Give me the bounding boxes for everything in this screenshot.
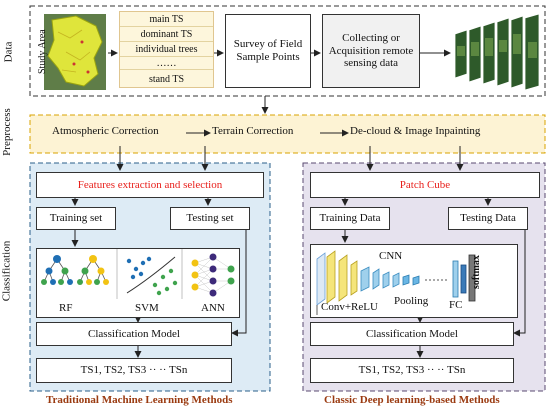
fc-label: FC bbox=[449, 299, 463, 311]
section-label-preprocess: Preprocess bbox=[0, 108, 13, 156]
data-frame bbox=[29, 5, 546, 97]
study-area-label: Study Area bbox=[37, 29, 48, 74]
cnn-label: CNN bbox=[379, 250, 403, 262]
left-results-box: TS1, TS2, TS3 ·· ·· TSn bbox=[36, 358, 232, 383]
preprocess-atmospheric: Atmospheric Correction bbox=[52, 125, 159, 137]
preprocess-decloud: De-cloud & Image Inpainting bbox=[350, 125, 481, 137]
ts-type-dominant: dominant TS bbox=[120, 28, 213, 42]
right-method-title: Classic Deep learning-based Methods bbox=[324, 394, 500, 406]
right-classification-model-box: Classification Model bbox=[310, 322, 514, 346]
tree-species-types-box: main TS dominant TS individual trees …… … bbox=[119, 11, 214, 88]
study-area-map bbox=[36, 12, 108, 92]
rf-label: RF bbox=[59, 302, 73, 314]
patch-cube-box: Patch Cube bbox=[310, 172, 540, 198]
left-method-title: Traditional Machine Learning Methods bbox=[46, 394, 233, 406]
svm-label: SVM bbox=[135, 302, 159, 314]
testing-data-box: Testing Data bbox=[448, 207, 528, 230]
preprocess-terrain: Terrain Correction bbox=[212, 125, 294, 137]
survey-box: Survey of Field Sample Points bbox=[225, 14, 311, 88]
training-data-box: Training Data bbox=[310, 207, 390, 230]
ts-type-stand: stand TS bbox=[148, 73, 185, 85]
cnn-architecture-panel: CNN Conv+ReLU Pooling FC softmax bbox=[310, 244, 518, 318]
features-extraction-box: Features extraction and selection bbox=[36, 172, 264, 198]
testing-set-box: Testing set bbox=[170, 207, 250, 230]
training-set-box: Training set bbox=[36, 207, 116, 230]
right-results-box: TS1, TS2, TS3 ·· ·· TSn bbox=[310, 358, 514, 383]
satellite-images-stack bbox=[453, 12, 545, 92]
ts-type-main: main TS bbox=[120, 13, 213, 27]
preprocess-frame bbox=[29, 114, 546, 154]
section-label-classification: Classification bbox=[0, 240, 13, 302]
section-label-data: Data bbox=[2, 41, 15, 63]
ts-type-individual: individual trees bbox=[120, 43, 213, 57]
conv-relu-label: Conv+ReLU bbox=[321, 301, 378, 313]
remote-sensing-box: Collecting or Acquisition remote sensing… bbox=[322, 14, 420, 88]
ann-label: ANN bbox=[201, 302, 225, 314]
softmax-label: softmax bbox=[471, 255, 482, 289]
ml-models-panel: RF SVM ANN bbox=[36, 248, 240, 318]
left-classification-model-box: Classification Model bbox=[36, 322, 232, 346]
pooling-label: Pooling bbox=[394, 295, 429, 307]
ts-type-ellipsis: …… bbox=[120, 58, 213, 70]
